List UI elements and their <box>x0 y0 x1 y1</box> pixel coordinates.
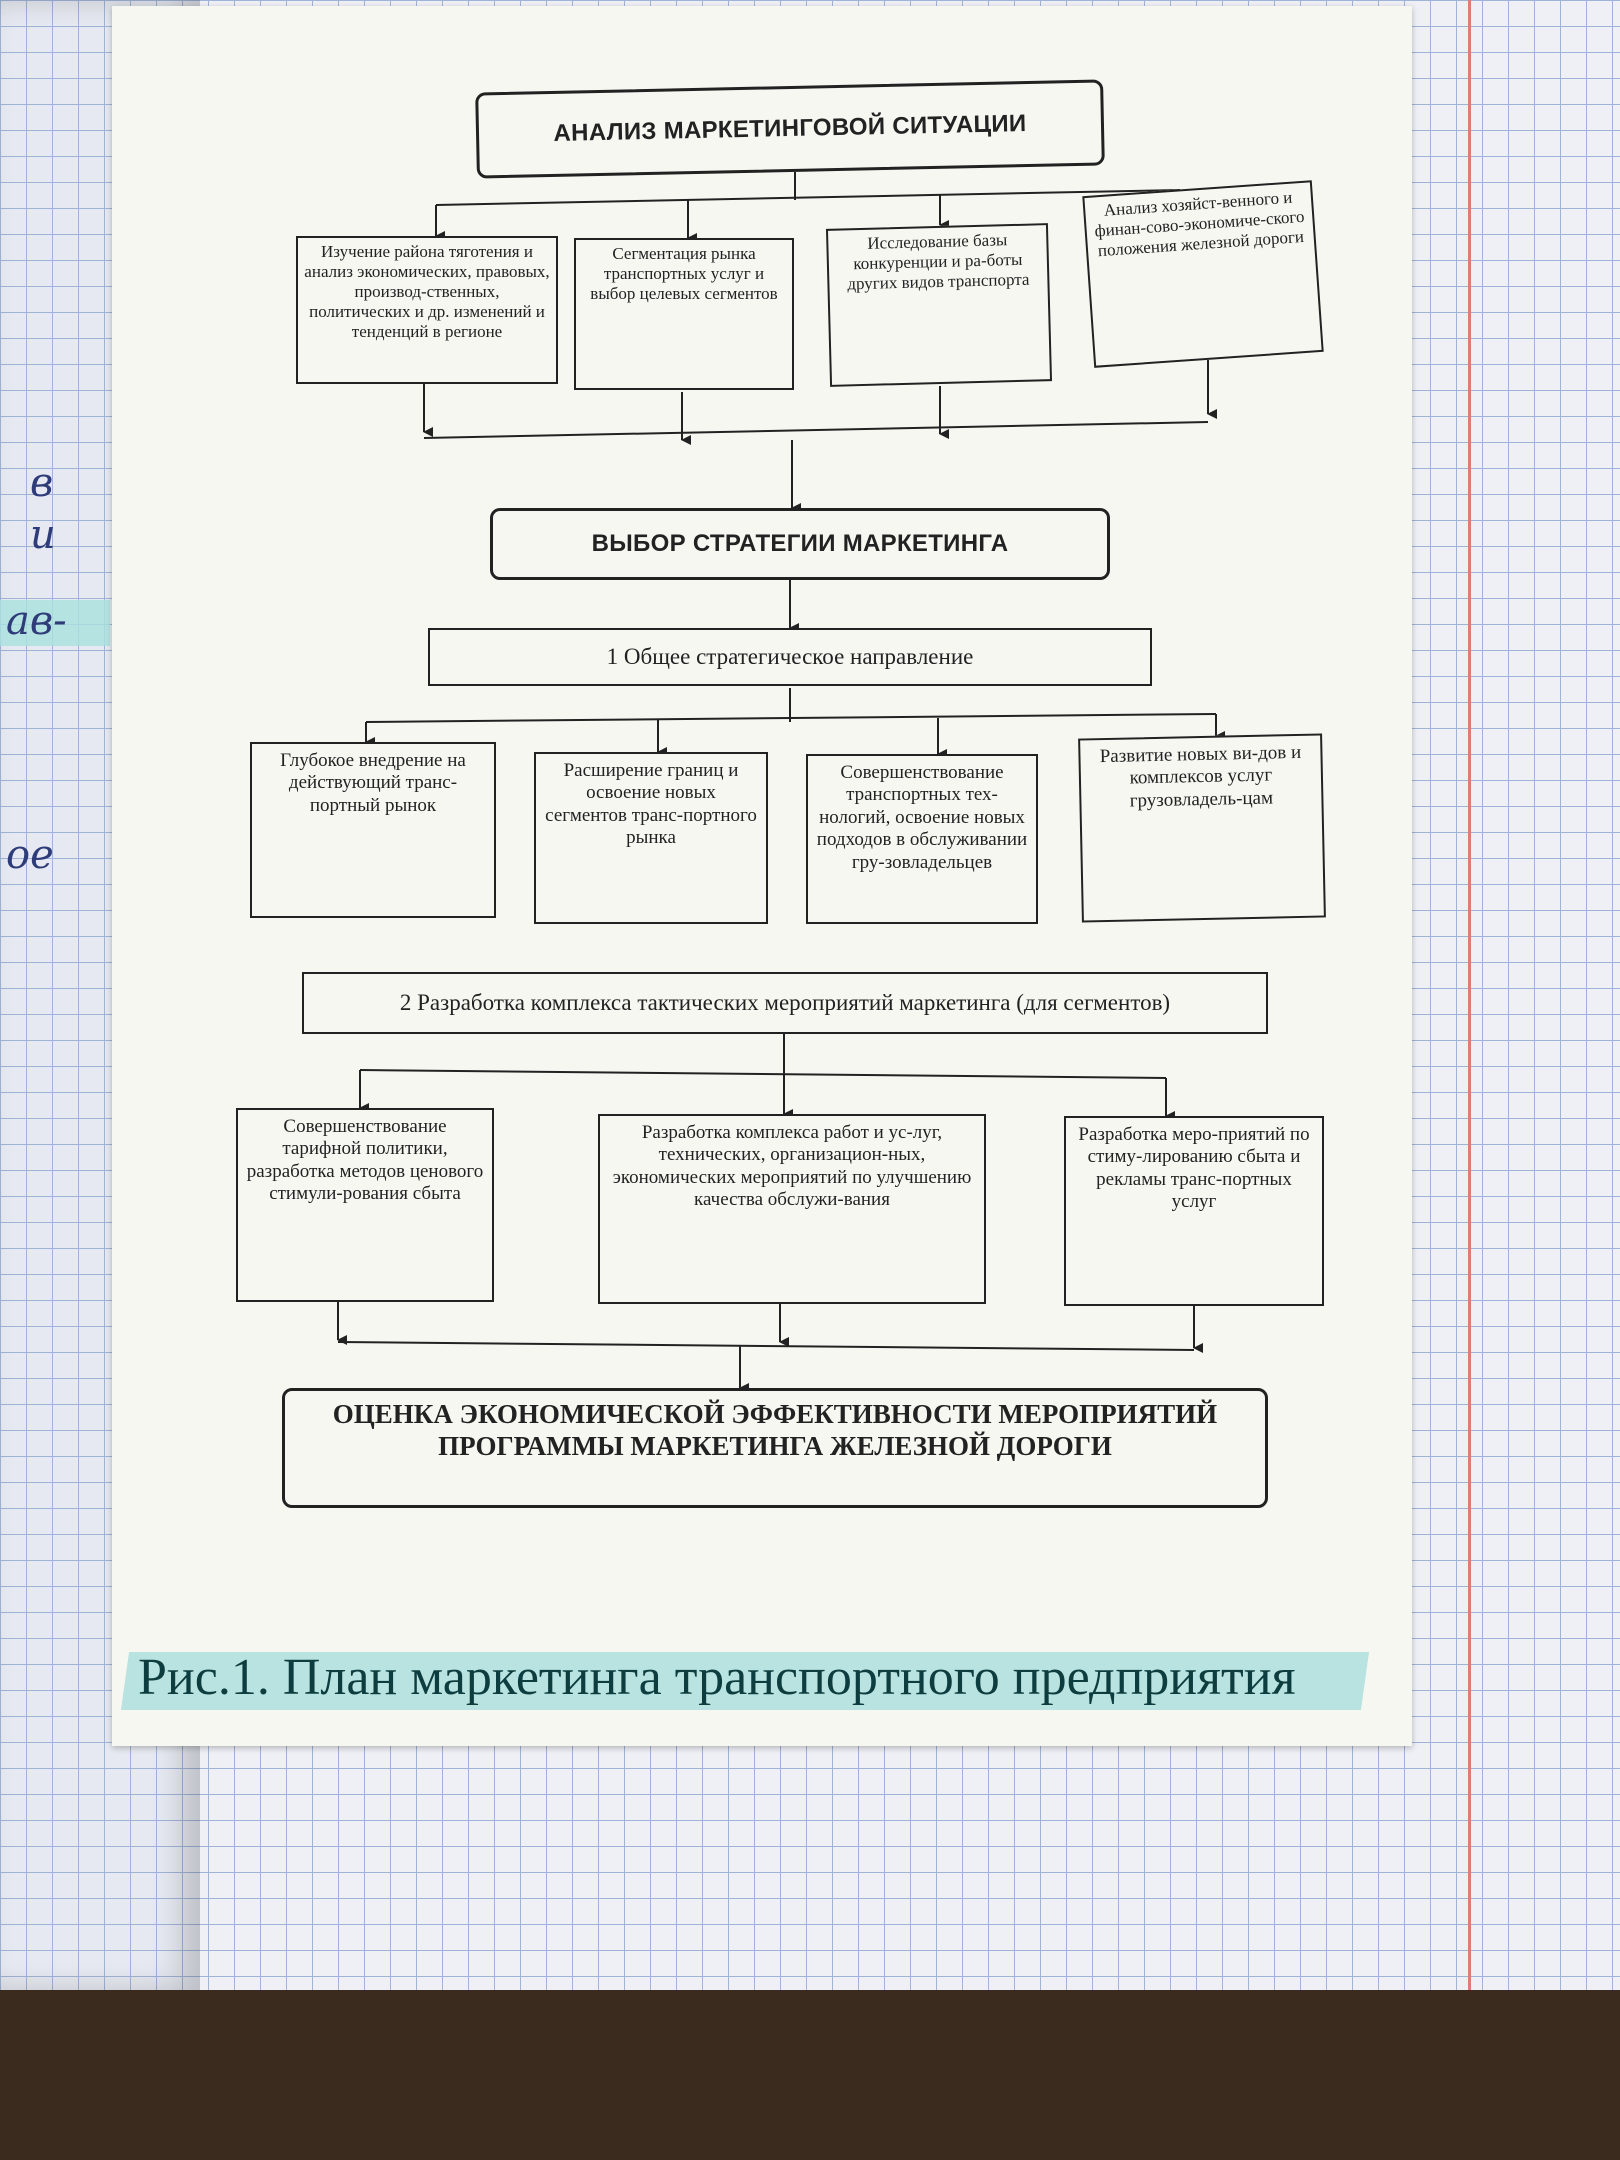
strategy-item-box: Совершенствование транспортных тех-нолог… <box>806 754 1038 924</box>
strategy-item-box: Развитие новых ви-дов и комплексов услуг… <box>1078 733 1326 923</box>
analysis-item-box: Исследование базы конкуренции и ра-боты … <box>825 223 1053 387</box>
tactics-item-box: Разработка комплекса работ и ус-луг, тех… <box>598 1114 986 1304</box>
strategy-title: ВЫБОР СТРАТЕГИИ МАРКЕТИНГА <box>591 529 1009 557</box>
notebook-margin-line <box>1468 0 1471 1990</box>
tactics-item-box: Разработка меро-приятий по стиму-лирован… <box>1064 1116 1324 1306</box>
strategy-item-box: Расширение границ и освоение новых сегме… <box>534 752 768 924</box>
evaluation-line-1: ОЦЕНКА ЭКОНОМИЧЕСКОЙ ЭФФЕКТИВНОСТИ МЕРОП… <box>332 1399 1218 1429</box>
strategy-item-text: Развитие новых ви-дов и комплексов услуг… <box>1099 741 1302 812</box>
tactics-item-box: Совершенствование тарифной политики, раз… <box>236 1108 494 1302</box>
left-page-highlight <box>0 600 110 646</box>
tactics-item-text: Совершенствование тарифной политики, раз… <box>246 1116 484 1205</box>
analysis-title: АНАЛИЗ МАРКЕТИНГОВОЙ СИТУАЦИИ <box>553 109 1027 147</box>
tactics-item-text: Разработка меро-приятий по стиму-лирован… <box>1078 1124 1310 1213</box>
tactics-item-text: Разработка комплекса работ и ус-луг, тех… <box>612 1122 972 1211</box>
handwritten-note: и <box>30 512 56 558</box>
analysis-item-box: Сегментация рынка транспортных услуг и в… <box>574 238 794 390</box>
analysis-item-box: Анализ хозяйст-венного и финан-сово-экон… <box>1082 180 1324 368</box>
analysis-item-box: Изучение района тяготения и анализ эконо… <box>296 236 558 384</box>
analysis-item-text: Сегментация рынка транспортных услуг и в… <box>590 244 778 304</box>
tactics-title-text: 2 Разработка комплекса тактических мероп… <box>399 990 1171 1016</box>
analysis-item-text: Анализ хозяйст-венного и финан-сово-экон… <box>1093 187 1305 261</box>
evaluation-line-2: ПРОГРАММЫ МАРКЕТИНГА ЖЕЛЕЗНОЙ ДОРОГИ <box>438 1430 1112 1461</box>
strategy-item-text: Совершенствование транспортных тех-нолог… <box>816 762 1028 873</box>
evaluation-box: ОЦЕНКА ЭКОНОМИЧЕСКОЙ ЭФФЕКТИВНОСТИ МЕРОП… <box>282 1388 1268 1508</box>
handwritten-note: ое <box>6 832 54 878</box>
handwritten-note: ав- <box>6 598 67 644</box>
strategy-title-box: ВЫБОР СТРАТЕГИИ МАРКЕТИНГА <box>490 508 1110 580</box>
handwritten-note: в <box>30 460 54 506</box>
strategy-item-text: Глубокое внедрение на действующий транс-… <box>280 750 466 816</box>
analysis-title-box: АНАЛИЗ МАРКЕТИНГОВОЙ СИТУАЦИИ <box>475 79 1105 179</box>
analysis-item-text: Исследование базы конкуренции и ра-боты … <box>847 230 1030 294</box>
figure-caption: Рис.1. План маркетинга транспортного пре… <box>138 1649 1296 1706</box>
strategy-direction-box: 1 Общее стратегическое направление <box>428 628 1152 686</box>
strategy-direction-text: 1 Общее стратегическое направление <box>606 644 974 670</box>
strategy-item-text: Расширение границ и освоение новых сегме… <box>545 760 757 849</box>
analysis-item-text: Изучение района тяготения и анализ эконо… <box>304 242 550 342</box>
tactics-title-box: 2 Разработка комплекса тактических мероп… <box>302 972 1268 1034</box>
strategy-item-box: Глубокое внедрение на действующий транс-… <box>250 742 496 918</box>
